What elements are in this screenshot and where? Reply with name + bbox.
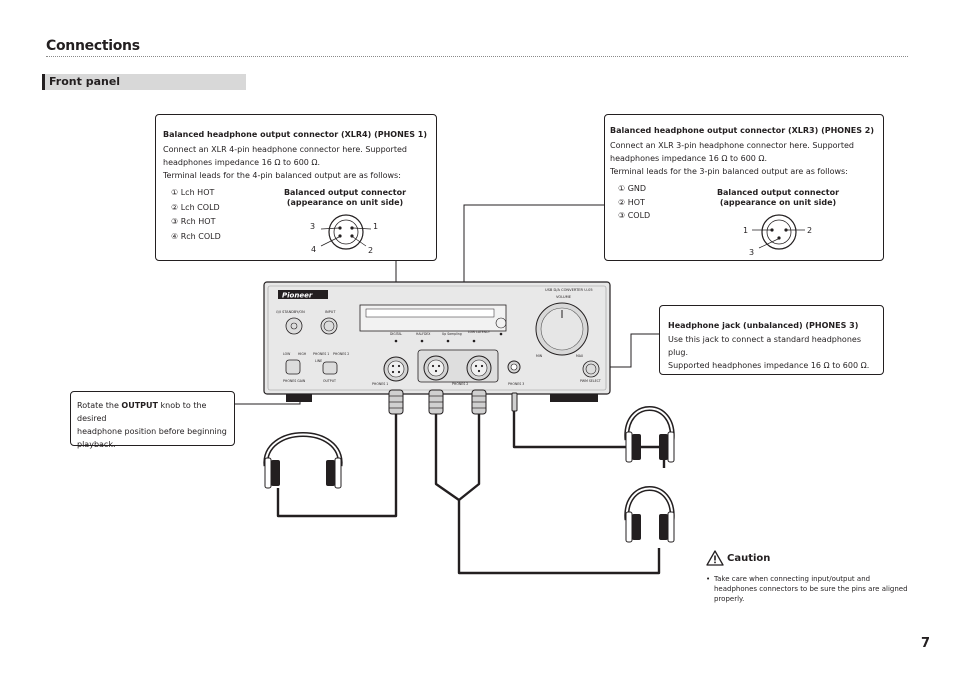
xlr4-num-2: 2 bbox=[368, 246, 373, 255]
display-label-latency: LOW LATENCY bbox=[468, 330, 490, 334]
xlr4-pin-list: ① Lch HOT ② Lch COLD ③ Rch HOT ④ Rch COL… bbox=[171, 186, 221, 244]
caution-title: Caution bbox=[727, 553, 771, 564]
phones2-main-cable bbox=[457, 500, 661, 575]
warning-icon bbox=[706, 550, 724, 566]
output-label: OUTPUT bbox=[323, 379, 336, 383]
xlr3-pin-3: ③ COLD bbox=[618, 211, 651, 220]
xlr3-description: Connect an XLR 3-pin headphone connector… bbox=[610, 141, 854, 176]
section-title: Front panel bbox=[49, 75, 121, 88]
headphones-phones1 bbox=[263, 432, 343, 489]
display-label-upsampling: Up Sampling bbox=[442, 332, 462, 336]
cables bbox=[276, 411, 666, 575]
xlr4-pin-diagram: 3 1 4 2 bbox=[310, 214, 378, 255]
phones2-label: PHONES 2 bbox=[452, 382, 468, 386]
xlr3-heading: Balanced headphone output connector (XLR… bbox=[610, 126, 875, 135]
xlr4-pin-1: ① Lch HOT bbox=[171, 188, 215, 197]
left-foot bbox=[286, 394, 312, 402]
xlr3-callout: Balanced headphone output connector (XLR… bbox=[604, 114, 884, 261]
xlr4-num-4: 4 bbox=[311, 245, 316, 254]
pwm-select-label: PWM SELECT bbox=[580, 379, 601, 383]
section-header: Front panel bbox=[42, 74, 246, 90]
xlr4-pin-3: ③ Rch HOT bbox=[171, 217, 216, 226]
output-note-text: Rotate the OUTPUT knob to the desired he… bbox=[77, 401, 227, 449]
standby-label: ⏻/I STANDBY/ON bbox=[276, 310, 305, 314]
xlr4-callout: Balanced headphone output connector (XLR… bbox=[155, 114, 437, 261]
phones1-cable bbox=[276, 414, 398, 518]
volume-min-label: MIN bbox=[536, 354, 543, 358]
brand-text: Pioneer bbox=[282, 292, 313, 300]
standby-button bbox=[285, 317, 303, 335]
jack-heading: Headphone jack (unbalanced) (PHONES 3) bbox=[668, 321, 859, 330]
phones1-label: PHONES 1 bbox=[372, 382, 388, 386]
display-label-digital: DIGITAL bbox=[390, 332, 402, 336]
gain-low-label: LOW bbox=[283, 352, 291, 356]
caution-text: Take care when connecting input/output a… bbox=[714, 575, 908, 603]
xlr3-pin-diagram: 1 2 3 bbox=[743, 214, 812, 257]
section-marker bbox=[42, 74, 45, 90]
xlr3-pin-list: ① GND ② HOT ③ COLD bbox=[618, 182, 650, 223]
page-number: 7 bbox=[921, 636, 931, 651]
headphones-phones3 bbox=[624, 406, 675, 463]
xlr4-description: Connect an XLR 4-pin headphone connector… bbox=[163, 145, 407, 180]
right-foot bbox=[550, 394, 598, 402]
xlr3-pin-2: ② HOT bbox=[618, 197, 645, 207]
input-label: INPUT bbox=[325, 310, 336, 314]
output-keyword: OUTPUT bbox=[121, 401, 158, 410]
display-label-halfdex: HALFDEX bbox=[416, 332, 431, 336]
xlr3-diagram-title: Balanced output connector (appearance on… bbox=[716, 188, 840, 207]
ir-sensor bbox=[495, 317, 507, 329]
phones3-label: PHONES 3 bbox=[508, 382, 524, 386]
phones2-y-cable bbox=[434, 414, 481, 502]
output-selector-knob bbox=[322, 361, 338, 375]
input-button bbox=[320, 317, 338, 335]
jack-description: Use this jack to connect a standard head… bbox=[668, 335, 870, 370]
model-label: USB D/A CONVERTER U-05 bbox=[545, 288, 593, 292]
gain-high-label: HIGH bbox=[298, 352, 307, 356]
title-divider bbox=[46, 56, 908, 57]
volume-max-label: MAX bbox=[576, 354, 584, 358]
brand-logo bbox=[278, 290, 328, 299]
xlr4-heading: Balanced headphone output connector (XLR… bbox=[163, 130, 428, 139]
caution-bullet-marker: • bbox=[706, 575, 711, 583]
phones-gain-switch bbox=[285, 359, 301, 375]
pwm-select-button bbox=[582, 360, 600, 378]
xlr4-diagram-title: Balanced output connector (appearance on… bbox=[283, 188, 407, 207]
headphones-phones2 bbox=[624, 486, 675, 543]
selector-label-phones2: PHONES 2 bbox=[333, 352, 349, 356]
xlr3-num-1: 1 bbox=[743, 226, 748, 235]
xlr3-num-3: 3 bbox=[749, 248, 754, 257]
output-note-callout: Rotate the OUTPUT knob to the desired he… bbox=[70, 391, 235, 449]
phones3-plug bbox=[511, 392, 518, 412]
jack-callout: Headphone jack (unbalanced) (PHONES 3) U… bbox=[659, 305, 884, 375]
xlr4-pin-4: ④ Rch COLD bbox=[171, 231, 221, 241]
xlr4-num-1: 1 bbox=[373, 222, 378, 231]
phones3-cable bbox=[512, 411, 666, 468]
selector-label-line: LINE bbox=[315, 359, 322, 363]
xlr4-pin-2: ② Lch COLD bbox=[171, 202, 220, 212]
phones-gain-label: PHONES GAIN bbox=[283, 379, 306, 383]
selector-label-phones1: PHONES 1 bbox=[313, 352, 329, 356]
xlr3-pin-1: ① GND bbox=[618, 184, 647, 193]
xlr3-num-2: 2 bbox=[807, 226, 812, 235]
converter-unit: Pioneer USB D/A CONVERTER U-05 VOLUME ⏻/… bbox=[263, 281, 611, 402]
xlr4-num-3: 3 bbox=[310, 222, 315, 231]
page-title: Connections bbox=[46, 38, 140, 54]
volume-label: VOLUME bbox=[556, 295, 572, 299]
